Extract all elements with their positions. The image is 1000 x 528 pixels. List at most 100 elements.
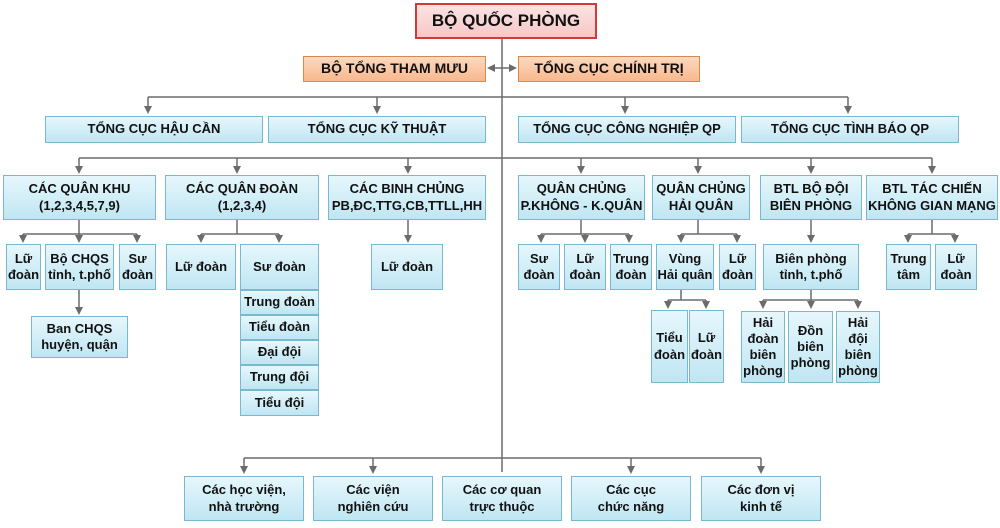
hoc-vien-box: Các học viện, nhà trường — [184, 476, 304, 521]
tong-cuc-ky-thuat-box: TỔNG CỤC KỸ THUẬT — [268, 116, 486, 143]
bien-phong-box: BTL BỘ ĐỘI BIÊN PHÒNG — [760, 175, 862, 220]
binh-chung-title: CÁC BINH CHỦNG — [349, 181, 465, 197]
hq-tieu-doan-line1: Tiểu — [656, 330, 683, 346]
pk-trung-doan-box: Trung đoàn — [610, 244, 652, 290]
quan-doan-title: CÁC QUÂN ĐOÀN — [186, 181, 298, 197]
quan-doan-box: CÁC QUÂN ĐOÀN (1,2,3,4) — [165, 175, 319, 220]
mk-lu-doan-box: Lữ đoàn — [6, 244, 41, 290]
kgm-lu-doan-line1: Lữ — [947, 250, 965, 266]
bc-lu-doan-box: Lữ đoàn — [371, 244, 443, 290]
khong-gian-mang-subtitle: KHÔNG GIAN MẠNG — [868, 197, 996, 213]
bien-phong-title: BTL BỘ ĐỘI — [773, 181, 849, 197]
ban-chqs-box: Ban CHQS huyện, quận — [31, 316, 128, 358]
bo-chqs-box: Bộ CHQS tỉnh, t.phố — [45, 244, 114, 290]
ban-chqs-line1: Ban CHQS — [46, 320, 113, 336]
hq-lu-doan2-line2: đoàn — [690, 346, 723, 362]
hq-lu-doan2-line1: Lữ — [697, 330, 716, 346]
vien-nghien-cuu-line2: nghiên cứu — [337, 498, 409, 514]
trung-tam-line2: tâm — [896, 267, 921, 282]
hq-lu-doan-line2: đoàn — [721, 267, 754, 282]
khong-gian-mang-box: BTL TÁC CHIẾN KHÔNG GIAN MẠNG — [866, 175, 998, 220]
qd-su-doan-label: Sư đoàn — [253, 258, 306, 274]
trung-tam-box: Trung tâm — [886, 244, 931, 290]
kgm-lu-doan-box: Lữ đoàn — [935, 244, 977, 290]
tong-cuc-tinh-bao-box: TỔNG CỤC TÌNH BÁO QP — [741, 116, 959, 143]
hq-lu-doan-box: Lữ đoàn — [719, 244, 756, 290]
hai-doan-box: Hải đoàn biên phòng — [741, 311, 785, 383]
hai-doi-box: Hải đội biên phòng — [836, 311, 880, 383]
trung-doan-box: Trung đoàn — [240, 290, 319, 315]
pk-lu-doan-line1: Lữ — [576, 250, 594, 266]
tong-cuc-cong-nghiep-box: TỔNG CỤC CÔNG NGHIỆP QP — [518, 116, 736, 143]
bo-chqs-line2: tỉnh, t.phố — [48, 267, 111, 282]
trung-doi-label: Trung đội — [249, 369, 310, 385]
co-quan-truc-thuoc-box: Các cơ quan trực thuộc — [442, 476, 562, 521]
hoc-vien-line1: Các học viện, — [202, 482, 286, 498]
bien-phong-tinh-line2: tỉnh, t.phố — [779, 267, 843, 282]
tong-cuc-hau-can-label: TỔNG CỤC HẬU CẦN — [87, 121, 221, 137]
bo-chqs-line1: Bộ CHQS — [50, 250, 109, 266]
don-vi-kinh-te-box: Các đơn vị kinh tế — [701, 476, 821, 521]
bien-phong-subtitle: BIÊN PHÒNG — [769, 197, 853, 213]
hai-doan-line4: phòng — [743, 363, 783, 379]
hai-quan-subtitle: HẢI QUÂN — [668, 197, 734, 213]
phong-khong-title: QUÂN CHỦNG — [536, 181, 627, 197]
vung-hai-quan-line2: Hải quân — [657, 267, 713, 282]
mk-lu-doan-line1: Lữ — [14, 250, 33, 266]
bo-quoc-phong-box: BỘ QUỐC PHÒNG — [415, 3, 597, 39]
phong-khong-box: QUÂN CHỦNG P.KHÔNG - K.QUÂN — [518, 175, 645, 220]
quan-doan-subtitle: (1,2,3,4) — [217, 197, 267, 213]
tong-cuc-ky-thuat-label: TỔNG CỤC KỸ THUẬT — [307, 121, 447, 137]
pk-su-doan-line1: Sư — [529, 250, 549, 266]
don-bien-phong-box: Đồn biên phòng — [788, 311, 833, 383]
vung-hai-quan-box: Vùng Hải quân — [656, 244, 714, 290]
tieu-doan-box: Tiểu đoàn — [240, 315, 319, 340]
qd-lu-doan-box: Lữ đoàn — [166, 244, 236, 290]
bo-tong-tham-muu-label: BỘ TỔNG THAM MƯU — [321, 60, 468, 77]
hai-doan-line2: đoàn — [747, 330, 779, 346]
vien-nghien-cuu-box: Các viện nghiên cứu — [313, 476, 433, 521]
pk-su-doan-line2: đoàn — [523, 267, 555, 282]
tong-cuc-cong-nghiep-label: TỔNG CỤC CÔNG NGHIỆP QP — [533, 121, 721, 137]
trung-doi-box: Trung đội — [240, 365, 319, 390]
don-vi-kinh-te-line2: kinh tế — [740, 498, 782, 514]
hai-doi-line3: biên — [844, 347, 872, 362]
mk-lu-doan-line2: đoàn — [7, 267, 40, 282]
bien-phong-tinh-box: Biên phòng tỉnh, t.phố — [763, 244, 859, 290]
quan-khu-title: CÁC QUÂN KHU — [28, 181, 131, 197]
bien-phong-tinh-line1: Biên phòng — [775, 250, 847, 266]
binh-chung-subtitle: PB,ĐC,TTG,CB,TTLL,HH — [331, 197, 483, 213]
hai-doan-line3: biên — [749, 347, 777, 362]
pk-lu-doan-box: Lữ đoàn — [564, 244, 606, 290]
vung-hai-quan-line1: Vùng — [668, 250, 702, 266]
co-quan-truc-thuoc-line1: Các cơ quan — [462, 482, 542, 498]
quan-khu-subtitle: (1,2,3,4,5,7,9) — [39, 197, 120, 213]
cuc-chuc-nang-line1: Các cục — [606, 482, 656, 498]
pk-lu-doan-line2: đoàn — [569, 267, 601, 282]
mk-su-doan-box: Sư đoàn — [119, 244, 156, 290]
trung-tam-line1: Trung — [890, 250, 927, 266]
tong-cuc-hau-can-box: TỔNG CỤC HẬU CẦN — [45, 116, 263, 143]
hai-doi-line4: phòng — [838, 363, 878, 379]
hq-tieu-doan-box: Tiểu đoàn — [651, 310, 688, 383]
hai-doi-line1: Hải — [847, 314, 869, 330]
phong-khong-subtitle: P.KHÔNG - K.QUÂN — [520, 197, 643, 213]
mk-su-doan-line1: Sư — [128, 250, 147, 266]
pk-su-doan-box: Sư đoàn — [518, 244, 560, 290]
don-vi-kinh-te-line1: Các đơn vị — [727, 482, 795, 498]
hai-doi-line2: đội — [848, 330, 868, 346]
bo-quoc-phong-label: BỘ QUỐC PHÒNG — [431, 11, 581, 31]
dai-doi-label: Đại đội — [257, 344, 302, 360]
cuc-chuc-nang-line2: chức năng — [597, 498, 665, 514]
tieu-doi-label: Tiểu đội — [254, 394, 305, 410]
tong-cuc-chinh-tri-box: TỔNG CỤC CHÍNH TRỊ — [518, 56, 700, 82]
kgm-lu-doan-line2: đoàn — [940, 267, 972, 282]
vien-nghien-cuu-line1: Các viện — [346, 482, 400, 498]
don-line1: Đồn — [797, 322, 824, 338]
hq-tieu-doan-line2: đoàn — [653, 346, 686, 362]
binh-chung-box: CÁC BINH CHỦNG PB,ĐC,TTG,CB,TTLL,HH — [328, 175, 486, 220]
hai-quan-title: QUÂN CHỦNG — [656, 181, 746, 197]
pk-trung-doan-line2: đoàn — [615, 267, 647, 282]
bo-tong-tham-muu-box: BỘ TỔNG THAM MƯU — [303, 56, 486, 82]
